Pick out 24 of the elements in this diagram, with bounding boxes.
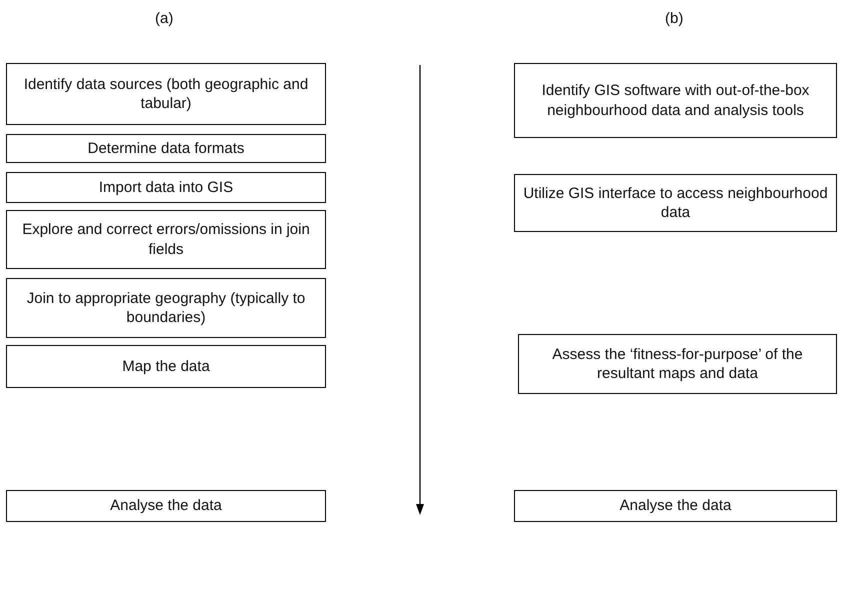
step-text: Identify data sources (both geographic and tabular): [22, 74, 310, 114]
panel-label: (b): [665, 10, 684, 27]
process-box: [6, 63, 326, 125]
step-text: Identify GIS software with out-of-the-box neighbourhood data and analysis tools: [540, 81, 810, 120]
step-text: Utilize GIS interface to access neighbourhood data: [522, 184, 829, 222]
step-text: Analyse the data: [110, 496, 222, 516]
process-box: [514, 174, 837, 232]
step-text: Map the data: [122, 356, 210, 376]
step-text: Analyse the data: [620, 496, 732, 516]
process-box: [514, 490, 837, 522]
step-text: Import data into GIS: [98, 178, 234, 198]
step-text: Explore and correct errors/omissions in join fields: [21, 220, 311, 259]
process-box: [6, 210, 326, 269]
panel-label: (a): [155, 10, 174, 27]
process-box: [6, 172, 326, 203]
process-box: [518, 334, 837, 394]
step-text: Join to appropriate geography (typically to boundaries): [26, 288, 306, 328]
process-box: [514, 63, 837, 138]
process-box: [6, 345, 326, 388]
process-box: [6, 490, 326, 522]
step-text: Determine data formats: [88, 138, 244, 158]
process-box: [6, 134, 326, 163]
process-box: [6, 278, 326, 338]
step-text: Assess the ‘fitness-for-purpose’ of the resultant maps and data: [551, 344, 804, 384]
